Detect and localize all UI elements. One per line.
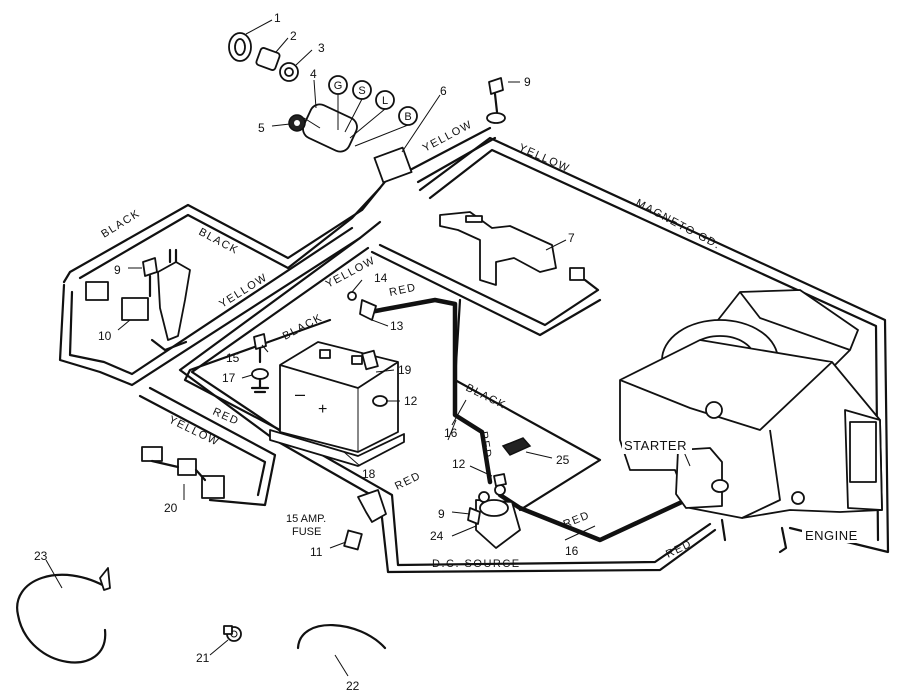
part-num-24: 24 xyxy=(430,529,444,543)
battery-minus-label: – xyxy=(295,384,305,404)
seat-switch-assembly xyxy=(85,248,191,352)
bolt-15-icon xyxy=(253,333,267,364)
part-num-4: 4 xyxy=(310,67,317,81)
wire-yellow-center-2 xyxy=(370,250,602,337)
label-red-fuse: RED xyxy=(393,470,423,493)
fuse-holder-icon xyxy=(357,489,387,523)
battery-plus-label: + xyxy=(318,401,327,418)
part-num-17: 17 xyxy=(222,371,236,385)
part-num-14: 14 xyxy=(374,271,388,285)
label-red-battery: RED xyxy=(388,281,418,299)
wire-yellow-left xyxy=(58,220,382,387)
part-num-23: 23 xyxy=(34,549,48,563)
clip-25-icon xyxy=(501,437,532,456)
harness-connector-20-icon xyxy=(141,446,225,499)
label-fuse-amp: 15 AMP. xyxy=(286,513,326,525)
part-num-6: 6 xyxy=(440,84,447,98)
label-red-starter: RED xyxy=(562,509,592,531)
part-num-10: 10 xyxy=(98,329,112,343)
wire-yellow-ign xyxy=(408,126,492,172)
part-num-7: 7 xyxy=(568,231,575,245)
switch-washer-2-icon xyxy=(255,47,281,71)
part-num-22: 22 xyxy=(346,679,360,693)
nut-12-battery-icon xyxy=(372,395,388,407)
wire-yellow-left-inner xyxy=(68,226,354,376)
part-num-16-lower: 16 xyxy=(565,544,579,558)
wire-yellow-lower-2 xyxy=(190,246,712,567)
ignition-switch-assembly: G S L B xyxy=(228,32,418,184)
battery-bolt-13-icon xyxy=(347,291,377,321)
part-num-21: 21 xyxy=(196,651,210,665)
label-dc-source: D.C. SOURCE xyxy=(432,558,521,570)
label-magneto-gd: MAGNETO GD. xyxy=(634,197,723,252)
label-engine: ENGINE xyxy=(805,528,858,543)
plug-10-icon xyxy=(121,297,149,321)
engine-icon xyxy=(619,289,883,554)
terminal-s-label: S xyxy=(358,85,365,97)
label-fuse: FUSE xyxy=(292,526,321,538)
label-red-lower: RED xyxy=(211,406,241,428)
part-num-12-battery: 12 xyxy=(404,394,418,408)
label-black-battery: BLACK xyxy=(281,312,325,343)
wire-yellow-ign-2 xyxy=(416,136,497,184)
part-num-19: 19 xyxy=(398,363,412,377)
label-yellow-top: YELLOW xyxy=(517,142,572,175)
part-num-12-solenoid: 12 xyxy=(452,457,466,471)
leader-lines xyxy=(45,19,691,677)
wire-magneto-gd xyxy=(418,136,890,554)
part-num-20: 20 xyxy=(164,501,178,515)
wire-red-lower xyxy=(148,386,277,507)
switch-body-4-icon xyxy=(302,103,358,153)
part-num-18: 18 xyxy=(362,467,376,481)
wire-yellow-center xyxy=(378,243,600,327)
ignition-plug-6-icon xyxy=(373,146,413,184)
wire-black-solenoid xyxy=(453,298,602,512)
wire-red-lower-2 xyxy=(138,394,267,497)
part-num-3: 3 xyxy=(318,41,325,55)
part-num-9-solenoid: 9 xyxy=(438,507,445,521)
ground-17-icon xyxy=(250,368,270,394)
part-num-9-top: 9 xyxy=(524,75,531,89)
bolt-9-left-icon xyxy=(142,257,158,277)
part-num-15: 15 xyxy=(226,351,240,365)
label-starter: STARTER xyxy=(624,438,687,453)
part-num-13: 13 xyxy=(390,319,404,333)
bolt-9-top-icon xyxy=(486,77,506,124)
interlock-switch-7-icon xyxy=(439,211,585,286)
battery-clamp-19-icon xyxy=(361,349,379,371)
label-red-vertical: RED xyxy=(477,430,494,459)
label-yellow-lower: YELLOW xyxy=(167,414,222,449)
part-num-9-left: 9 xyxy=(114,263,121,277)
cable-red-battery xyxy=(367,297,493,485)
label-yellow-left: YELLOW xyxy=(217,271,270,310)
part-num-1: 1 xyxy=(274,11,281,25)
part-num-25: 25 xyxy=(556,453,570,467)
label-black-solenoid: BLACK xyxy=(464,382,508,412)
part-num-5: 5 xyxy=(258,121,265,135)
terminal-l-label: L xyxy=(382,95,388,107)
wire-tie-23-icon xyxy=(16,567,111,664)
clamp-21-icon xyxy=(223,625,242,642)
part-num-2: 2 xyxy=(290,29,297,43)
solenoid-24-icon xyxy=(467,484,521,549)
terminal-b-label: B xyxy=(404,111,411,123)
nut-12-solenoid-icon xyxy=(493,473,507,487)
part-num-11: 11 xyxy=(310,545,323,559)
terminal-g-label: G xyxy=(334,80,343,92)
wire-black-top-inner xyxy=(78,186,382,280)
fuse-11-icon xyxy=(343,529,363,551)
part-num-16-upper: 16 xyxy=(444,426,458,440)
wire-tie-22-icon xyxy=(296,624,387,650)
wire-black-top xyxy=(62,176,390,284)
